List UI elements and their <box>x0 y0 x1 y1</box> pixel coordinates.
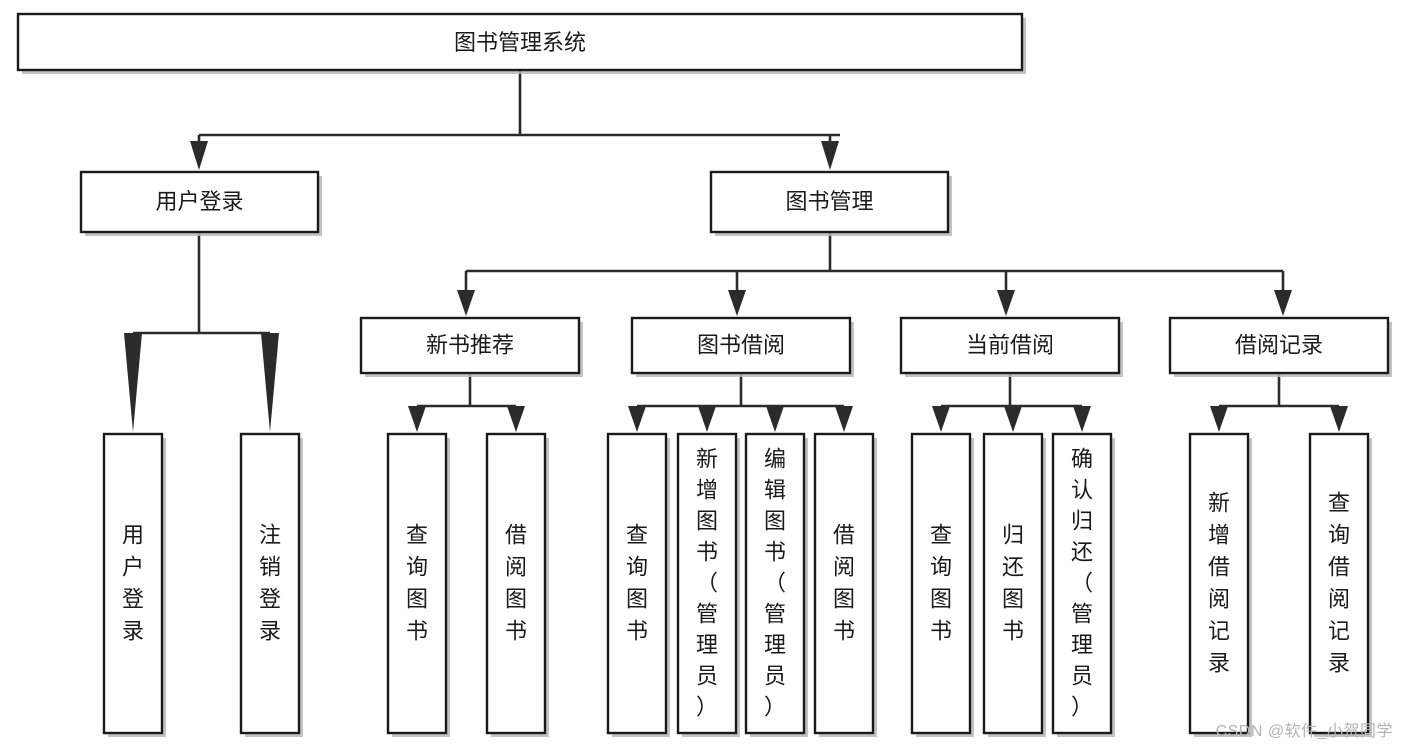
user-login-box <box>79 170 320 234</box>
leaf-node-box <box>676 432 738 735</box>
arrow-root-to-book-mgmt <box>821 141 839 170</box>
leaf-node-label: 查询借阅记录 <box>1328 491 1350 676</box>
leaf-node[interactable]: 用户登录 <box>102 432 166 737</box>
book-borrow-box <box>630 316 852 375</box>
leaf-node-label: 借阅图书 <box>505 523 527 644</box>
leaf-node-box <box>744 432 806 735</box>
book-management-box <box>709 170 950 234</box>
leaf-node[interactable]: 确认归还（管理员） <box>1051 432 1115 737</box>
arrow-bookmgmt-to-book-borrow <box>728 290 746 316</box>
arrow-bookmgmt-to-current-borrow <box>997 290 1015 316</box>
leaf-node[interactable]: 注销登录 <box>239 432 303 737</box>
edges-layer <box>124 70 1348 432</box>
leaf-node[interactable]: 编辑图书（管理员） <box>744 432 808 737</box>
current-borrow-box <box>899 316 1121 375</box>
leaf-node[interactable]: 归还图书 <box>982 432 1046 737</box>
arrow-currentborrow-to-query-book <box>932 406 950 432</box>
leaf-node-label: 查询图书 <box>930 523 952 644</box>
node-borrow-record[interactable]: 借阅记录 <box>1168 316 1392 377</box>
current-borrow-label: 当前借阅 <box>966 332 1054 357</box>
arrow-bookborrow-to-edit-book <box>766 406 784 432</box>
leaf-node-box <box>386 432 448 735</box>
book-management-label: 图书管理 <box>785 189 873 214</box>
arrow-newbook-to-query-book <box>408 406 426 432</box>
arrow-borrowrecord-to-query-record <box>1330 406 1348 432</box>
leaf-node-box <box>1188 432 1250 735</box>
arrow-bookmgmt-to-new-book-rec <box>457 290 475 316</box>
book-borrow-label: 图书借阅 <box>697 332 785 357</box>
root-node-label: 图书管理系统 <box>454 30 586 55</box>
arrow-bookborrow-to-add-book <box>698 406 716 432</box>
arrow-currentborrow-to-return-book <box>1004 406 1022 432</box>
arrow-newbook-to-borrow-book <box>507 406 525 432</box>
leaf-node-box <box>910 432 972 735</box>
user-login-label: 用户登录 <box>155 189 243 214</box>
node-user-login[interactable]: 用户登录 <box>79 170 322 236</box>
arrow-root-to-user-login <box>190 141 208 170</box>
leaf-node-box <box>1051 432 1113 735</box>
leaf-node-label: 查询图书 <box>406 523 428 644</box>
borrow-record-label: 借阅记录 <box>1235 332 1323 357</box>
leaf-node[interactable]: 新增图书（管理员） <box>676 432 740 737</box>
borrow-record-box <box>1168 316 1390 375</box>
leaf-node[interactable]: 查询借阅记录 <box>1308 432 1372 737</box>
node-current-borrow[interactable]: 当前借阅 <box>899 316 1123 377</box>
arrow-borrowrecord-to-add-record <box>1210 406 1228 432</box>
node-book-borrow[interactable]: 图书借阅 <box>630 316 854 377</box>
leaf-node[interactable]: 查询图书 <box>606 432 670 737</box>
leaf-node-label: 用户登录 <box>122 523 144 644</box>
root-node-box <box>16 12 1024 72</box>
arrow-bookborrow-to-borrow-book <box>835 406 853 432</box>
leaf-node-label: 注销登录 <box>259 523 281 644</box>
nodes-layer: 图书管理系统 用户登录 图书管理 新书推荐 <box>16 12 1392 737</box>
leaf-node-box <box>982 432 1044 735</box>
leaf-node-label: 查询图书 <box>626 523 648 644</box>
leaf-node-label: 新增借阅记录 <box>1208 491 1230 676</box>
leaf-node-box <box>813 432 875 735</box>
csdn-watermark: CSDN @软件_小贺同学 <box>1215 723 1393 740</box>
leaf-node-label: 确认归还（管理员） <box>1071 447 1093 720</box>
new-book-recommend-box <box>359 316 581 375</box>
leaf-node-label: 编辑图书（管理员） <box>764 447 786 720</box>
node-new-book-recommend[interactable]: 新书推荐 <box>359 316 583 377</box>
leaf-node[interactable]: 查询图书 <box>386 432 450 737</box>
leaf-node-box <box>485 432 547 735</box>
arrow-currentborrow-to-confirm-return <box>1073 406 1091 432</box>
leaf-node-label: 新增图书（管理员） <box>696 447 718 720</box>
leaf-node-box <box>102 432 164 735</box>
leaf-node-box <box>606 432 668 735</box>
leaf-node-label: 借阅图书 <box>833 523 855 644</box>
node-book-management[interactable]: 图书管理 <box>709 170 952 236</box>
arrow-bookborrow-to-query-book <box>628 406 646 432</box>
leaf-nodes-group: 用户登录 注销登录 查询图书 借阅图书 查询图书 新增图书（管理员） 编辑图书（管理员） 借阅… <box>102 432 1372 737</box>
leaf-node[interactable]: 查询图书 <box>910 432 974 737</box>
node-root-system[interactable]: 图书管理系统 <box>16 12 1026 74</box>
leaf-node-box <box>239 432 301 735</box>
leaf-node[interactable]: 借阅图书 <box>485 432 549 737</box>
leaf-node[interactable]: 新增借阅记录 <box>1188 432 1252 737</box>
leaf-node-box <box>1308 432 1370 735</box>
leaf-node[interactable]: 借阅图书 <box>813 432 877 737</box>
arrow-bookmgmt-to-borrow-record <box>1274 290 1292 316</box>
new-book-recommend-label: 新书推荐 <box>426 332 514 357</box>
leaf-node-label: 归还图书 <box>1002 523 1024 644</box>
